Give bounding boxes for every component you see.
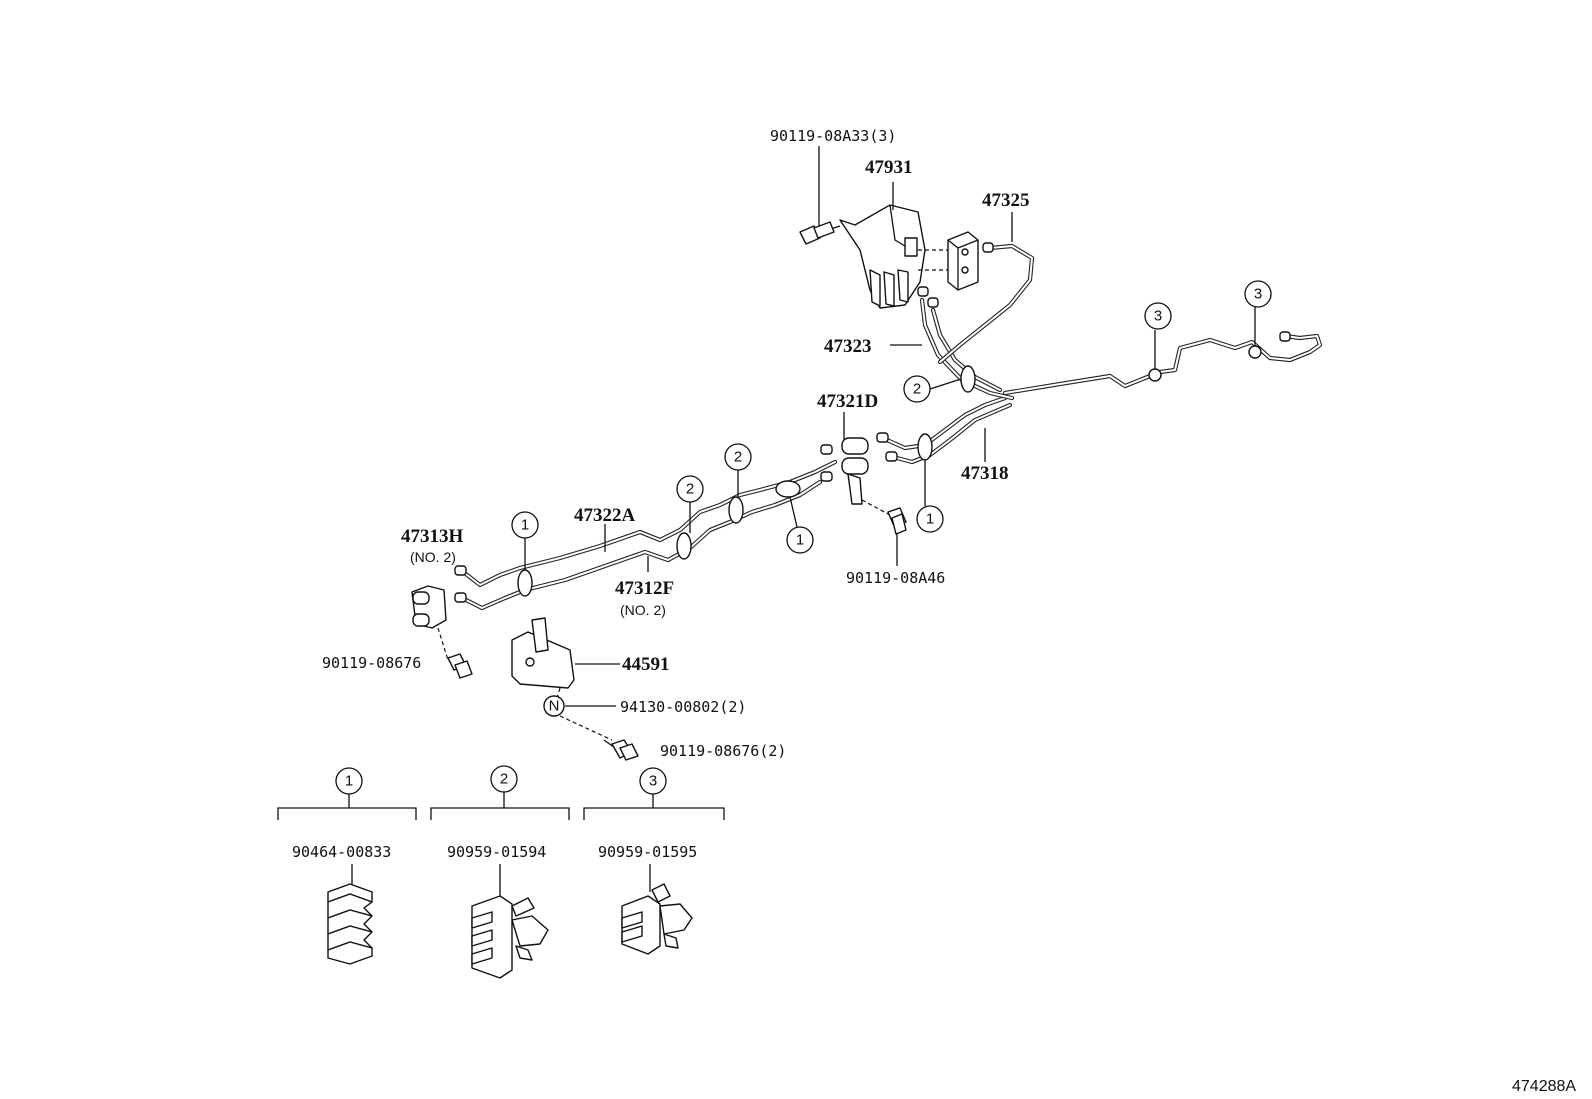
callout-2-b: 2 — [724, 443, 752, 471]
svg-text:3: 3 — [649, 773, 657, 790]
svg-text:1: 1 — [926, 511, 934, 528]
svg-text:2: 2 — [686, 481, 694, 498]
label-47322A: 47322A — [574, 505, 636, 526]
clip-3-icon — [621, 883, 693, 955]
label-47325: 47325 — [982, 190, 1030, 211]
label-94130-00802: 94130-00802(2) — [620, 698, 746, 716]
label-47323: 47323 — [824, 336, 872, 357]
label-90119-08676-2: 90119-08676(2) — [660, 742, 786, 760]
clip-part-number-1: 90464-00833 — [292, 843, 391, 861]
label-47931: 47931 — [865, 157, 913, 178]
svg-text:2: 2 — [734, 449, 742, 466]
label-90119-08676: 90119-08676 — [322, 654, 421, 672]
bolt-90119-08A46 — [887, 507, 907, 535]
union-47313H — [411, 585, 449, 661]
clip-legend-1: 1 90464-00833 — [277, 767, 417, 965]
clip-legend: 1 90464-00833 2 90959-01594 — [277, 765, 725, 979]
bracket-44591 — [511, 617, 575, 703]
brake-pipes — [459, 243, 1323, 611]
pipe-clamps — [517, 345, 1262, 597]
clip-legend-2: 2 90959-01594 — [430, 765, 570, 979]
callout-1-a: 1 — [511, 511, 539, 539]
callout-2-a: 2 — [676, 475, 704, 503]
clip-2-icon — [471, 895, 549, 979]
bolt-90119-08A33 — [799, 221, 841, 245]
callout-3-a: 3 — [1144, 302, 1172, 330]
svg-text:2: 2 — [500, 771, 508, 788]
callout-3-b: 3 — [1244, 280, 1272, 308]
callout-1-b: 1 — [786, 526, 814, 554]
clip-legend-3: 3 90959-01595 — [583, 767, 725, 955]
nut-symbol: N — [549, 698, 560, 715]
callout-1-c: 1 — [916, 505, 944, 533]
svg-text:1: 1 — [521, 517, 529, 534]
svg-text:2: 2 — [913, 381, 921, 398]
svg-text:3: 3 — [1254, 286, 1262, 303]
clip-1-icon — [327, 883, 373, 965]
svg-text:3: 3 — [1154, 308, 1162, 325]
clip-part-number-2: 90959-01594 — [447, 843, 546, 861]
leader-lines — [524, 146, 1256, 707]
label-47313H-note: (NO. 2) — [410, 549, 456, 565]
nut-94130-00802: N — [543, 695, 613, 741]
clip-part-number-3: 90959-01595 — [598, 843, 697, 861]
svg-text:1: 1 — [796, 532, 804, 549]
label-44591: 44591 — [622, 654, 670, 675]
union-47321D — [841, 437, 891, 516]
bolt-90119-08676-2 — [603, 739, 639, 761]
label-47312F: 47312F — [615, 578, 674, 599]
bolt-90119-08676 — [447, 653, 473, 679]
label-47312F-note: (NO. 2) — [620, 602, 666, 618]
diagram-reference-code: 474288A — [1512, 1078, 1576, 1095]
callout-2-c: 2 — [903, 375, 931, 403]
flare-nuts — [454, 242, 1291, 603]
svg-text:1: 1 — [345, 773, 353, 790]
bracket-47931 — [839, 204, 926, 309]
label-47321D: 47321D — [817, 391, 878, 412]
label-47313H: 47313H — [401, 526, 464, 547]
label-47318: 47318 — [961, 463, 1009, 484]
part-labels: 90119-08A33(3) 47931 47325 47323 47321D … — [322, 127, 1030, 760]
callouts: 1 2 2 1 2 1 3 3 — [511, 280, 1272, 554]
label-90119-08A33: 90119-08A33(3) — [770, 127, 896, 145]
junction-block-47325 — [918, 231, 979, 291]
label-90119-08A46: 90119-08A46 — [846, 569, 945, 587]
